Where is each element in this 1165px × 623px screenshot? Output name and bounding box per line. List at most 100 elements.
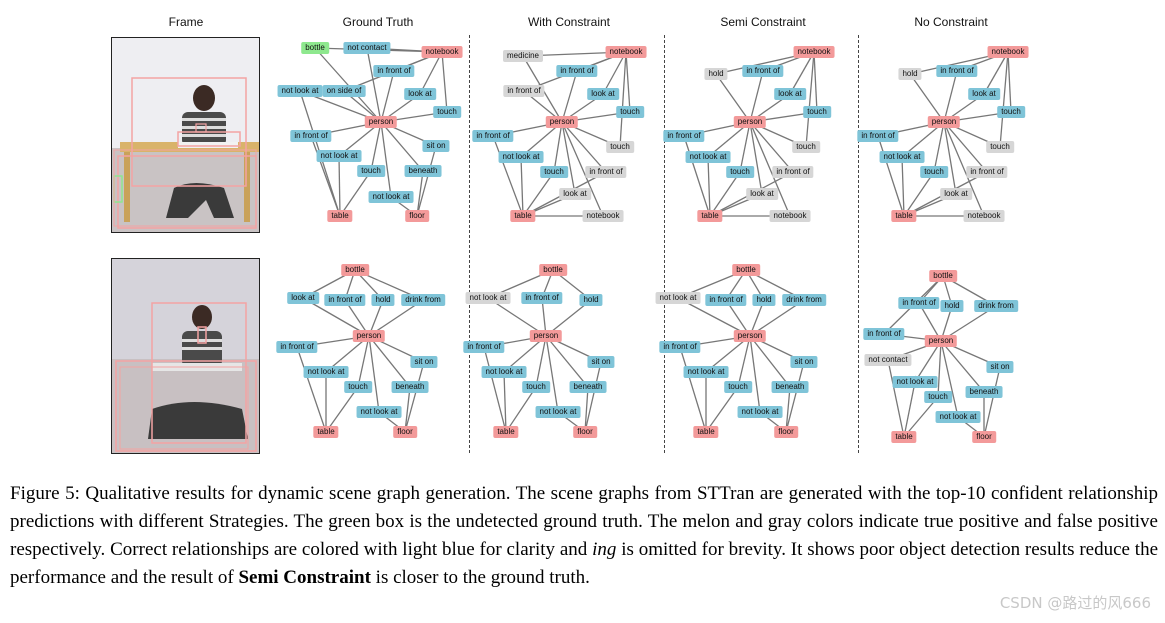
edge-lookat1-to-object: [602, 51, 627, 95]
relation-node-infrontof2: in front of: [659, 341, 701, 353]
relation-node-touch2: touch: [357, 165, 385, 177]
edge-person-to-notcontact: [364, 46, 382, 123]
relation-node-onsideof: on side of: [322, 85, 366, 97]
edge-person-to-beneath: [368, 335, 411, 388]
edge-person-to-notlookat2: [368, 335, 382, 414]
relation-node-lookat2: look at: [559, 188, 591, 200]
relation-node-touch: touch: [522, 381, 550, 393]
object-node-table: table: [510, 210, 536, 222]
relation-node-touch2: touch: [606, 141, 634, 153]
edge-infrontof2-to-object: [483, 346, 508, 434]
relation-node-touch1: touch: [803, 106, 831, 118]
relation-node-lookat2: look at: [940, 188, 972, 200]
relation-node-touch2: touch: [792, 141, 820, 153]
edge-touch1-to-object: [439, 50, 448, 113]
edge-siton-to-object: [784, 361, 805, 434]
object-node-person: person: [545, 116, 579, 128]
watermark: CSDN @路过的风666: [999, 594, 1151, 612]
edge-infrontof2-to-object: [310, 135, 342, 218]
edge-lookat-to-object: [419, 51, 443, 95]
relation-node-siton: sit on: [587, 356, 615, 368]
object-node-person: person: [352, 330, 386, 342]
object-node-person: person: [924, 335, 958, 347]
relation-node-notlookat1: not look at: [683, 366, 729, 378]
relation-node-siton: sit on: [790, 356, 818, 368]
relation-node-touch1: touch: [433, 106, 461, 118]
relation-node-infrontof2: in front of: [503, 85, 545, 97]
edge-person-to-hold: [715, 73, 751, 123]
relation-node-beneath: beneath: [569, 381, 607, 393]
relation-node-infrontof1: in front of: [324, 294, 366, 306]
edge-person-to-lookat: [487, 297, 547, 337]
edge-beneath-to-object: [402, 386, 411, 434]
relation-node-hold: hold: [752, 294, 776, 306]
edge-touch3-to-object: [709, 171, 741, 217]
object-node-notebook: notebook: [421, 46, 463, 58]
edge-person-to-notebook2: [943, 121, 985, 217]
edge-person-to-lookat2: [561, 121, 578, 196]
relation-node-infrontof4: in front of: [585, 166, 627, 178]
caption-bold: Semi Constraint: [238, 567, 371, 588]
relation-node-beneath: beneath: [771, 381, 809, 393]
relation-node-lookat: not look at: [655, 292, 701, 304]
relation-node-infrontof2: in front of: [276, 341, 318, 353]
relation-node-notlookat1: not look at: [892, 376, 938, 388]
edge-touch2-to-object: [999, 50, 1011, 148]
object-node-floor: floor: [774, 426, 798, 438]
edge-person-to-infrontof4: [749, 121, 794, 173]
edge-beneath-to-object: [783, 386, 791, 434]
edge-person-to-infrontof1: [943, 69, 959, 123]
edge-touch3-to-object: [522, 171, 555, 217]
edge-notlookat-to-object: [706, 156, 714, 218]
header-ground-truth: Ground Truth: [342, 15, 414, 29]
edge-notlookat-to-object: [900, 156, 908, 218]
figure-caption: Figure 5: Qualitative results for dynami…: [10, 480, 1158, 592]
relation-node-touch3: touch: [726, 166, 754, 178]
relation-node-notlookat3: not look at: [368, 191, 414, 203]
object-node-floor: floor: [573, 426, 597, 438]
object-node-bottle: bottle: [732, 264, 760, 276]
edge-touch2-to-object: [339, 170, 372, 217]
relation-node-notlookat: not look at: [498, 151, 544, 163]
edge-person-to-beneath: [545, 335, 589, 388]
relation-node-siton: sit on: [410, 356, 438, 368]
relation-node-lookat: look at: [287, 292, 319, 304]
relation-node-notcontact: not contact: [864, 354, 912, 366]
relation-node-lookat: not look at: [465, 292, 511, 304]
scene-graph-semi-constraint: bottle not look at in front of hold drink fr…: [655, 262, 862, 457]
relation-node-infrontof1: in front of: [521, 292, 563, 304]
object-node-notebook: notebook: [605, 46, 647, 58]
edge-beneath-to-object: [582, 386, 589, 434]
edge-person-to-touch3: [737, 121, 751, 174]
edge-person-to-beneath: [380, 121, 424, 172]
relation-node-beneath: beneath: [404, 165, 442, 177]
edge-person-to-notebook2: [561, 121, 604, 217]
header-with-constraint: With Constraint: [527, 15, 611, 29]
object-node-person: person: [733, 330, 767, 342]
relation-node-drinkfrom: drink from: [401, 294, 445, 306]
relation-node-infrontof2: in front of: [463, 341, 505, 353]
relation-node-drinkfrom: drink from: [782, 294, 826, 306]
relation-node-hold: hold: [898, 68, 922, 80]
relation-node-touch: touch: [924, 391, 952, 403]
relation-node-infrontof2: in front of: [863, 328, 905, 340]
edge-person-to-lookat: [302, 297, 370, 337]
relation-node-lookat2: look at: [746, 188, 778, 200]
relation-node-touch: touch: [724, 381, 752, 393]
edge-person-to-beneath: [940, 340, 985, 393]
object-node-floor: floor: [972, 431, 996, 443]
relation-node-lookat: look at: [404, 88, 436, 100]
edge-siton-to-object: [982, 366, 1001, 439]
relation-node-hold: hold: [579, 294, 603, 306]
relation-node-infrontof3: in front of: [857, 130, 899, 142]
edge-lookat1-to-object: [983, 51, 1009, 95]
relation-node-infrontof1: in front of: [936, 65, 978, 77]
edge-touch-to-object: [705, 386, 739, 433]
relation-node-notebook2: notebook: [582, 210, 624, 222]
edge-person-to-infrontof1: [380, 69, 396, 123]
edge-person-to-lookat2: [943, 121, 959, 196]
